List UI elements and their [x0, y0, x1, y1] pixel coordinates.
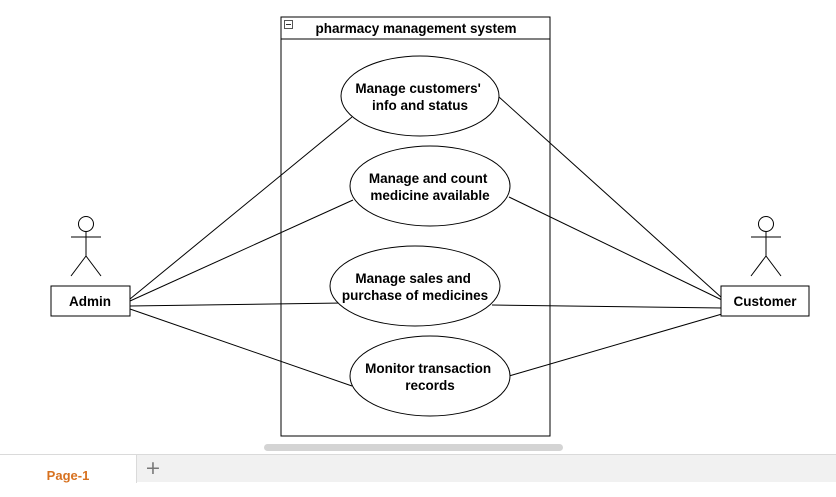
customer-label-box[interactable]: [720, 285, 810, 317]
use-case-monitor-transactions[interactable]: Monitor transaction records: [349, 335, 511, 417]
association-customer-uc2[interactable]: [508, 196, 723, 301]
admin-stick-figure-icon: [70, 216, 102, 277]
use-case-label-line: records: [405, 378, 455, 393]
use-case-label-line: Manage customers': [355, 81, 481, 96]
use-case-label: Manage and count medicine available: [369, 171, 491, 203]
use-case-label: Manage customers' info and status: [355, 81, 484, 113]
use-case-manage-customers[interactable]: Manage customers' info and status: [340, 55, 500, 137]
use-case-manage-sales[interactable]: Manage sales and purchase of medicines: [329, 245, 501, 327]
system-title: pharmacy management system: [315, 21, 516, 36]
use-case-diagram: pharmacy management system Manage custom…: [50, 16, 810, 437]
association-admin-uc2[interactable]: [129, 199, 354, 302]
use-case-ellipse[interactable]: [329, 245, 501, 327]
use-case-ellipse[interactable]: [349, 145, 511, 227]
admin-actor[interactable]: Admin: [50, 216, 131, 317]
admin-label: Admin: [69, 294, 111, 309]
add-page-button[interactable]: +: [145, 457, 161, 479]
system-boundary[interactable]: [280, 16, 551, 437]
association-admin-uc3[interactable]: [129, 302, 344, 307]
horizontal-scrollbar-thumb[interactable]: [264, 444, 563, 451]
customer-label: Customer: [733, 294, 797, 309]
use-case-label-line: purchase of medicines: [342, 288, 488, 303]
admin-label-box[interactable]: [50, 285, 131, 317]
collapse-container-icon[interactable]: [284, 20, 293, 29]
association-customer-uc4[interactable]: [508, 313, 723, 377]
association-customer-uc1[interactable]: [498, 96, 723, 299]
use-case-label-line: Monitor transaction: [365, 361, 491, 376]
use-case-label: Monitor transaction records: [365, 361, 495, 393]
customer-actor[interactable]: Customer: [720, 216, 810, 317]
association-admin-uc1[interactable]: [129, 116, 353, 300]
use-case-manage-medicine[interactable]: Manage and count medicine available: [349, 145, 511, 227]
use-case-ellipse[interactable]: [340, 55, 500, 137]
customer-stick-figure-icon: [750, 216, 782, 277]
use-case-label-line: medicine available: [370, 188, 490, 203]
use-case-label-line: Manage sales and: [355, 271, 471, 286]
page-tab-page-1[interactable]: Page-1: [0, 455, 137, 483]
diagram-canvas: pharmacy management system Manage custom…: [50, 16, 810, 437]
page-tab-bar: Page-1 +: [0, 454, 836, 483]
use-case-label-line: info and status: [372, 98, 468, 113]
use-case-label-line: Manage and count: [369, 171, 488, 186]
use-case-ellipse[interactable]: [349, 335, 511, 417]
association-customer-uc3[interactable]: [491, 304, 723, 309]
use-case-label: Manage sales and purchase of medicines: [342, 271, 488, 303]
association-admin-uc4[interactable]: [129, 308, 353, 387]
